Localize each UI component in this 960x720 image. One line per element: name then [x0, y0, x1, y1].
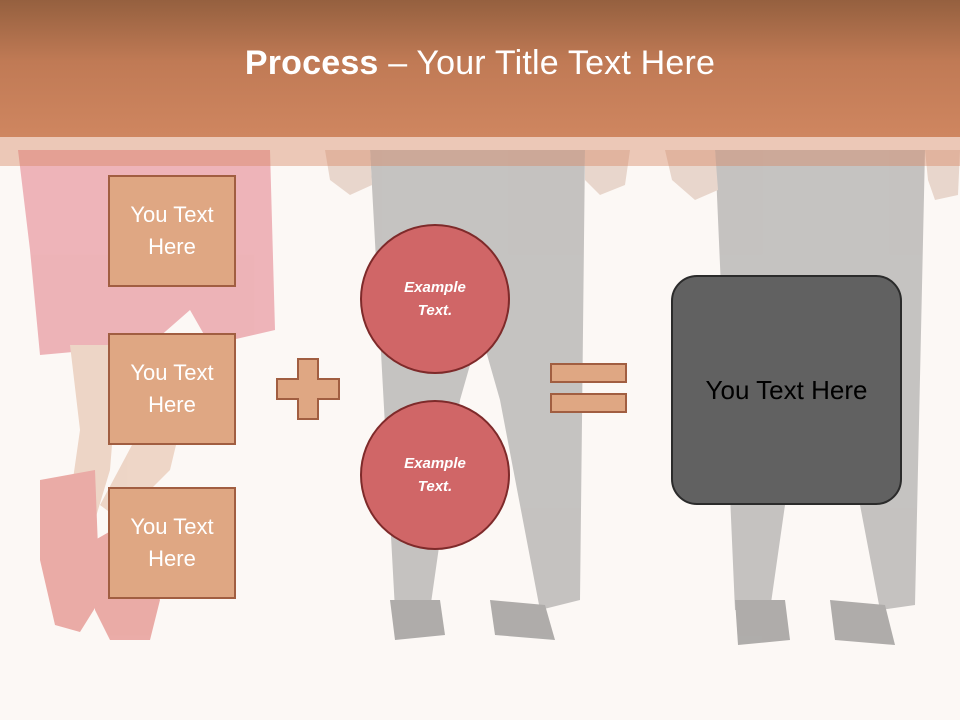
text-box-2-line2: Here — [148, 392, 196, 417]
example-circle-1-text: Example Text. — [404, 279, 466, 319]
text-box-1-line1: You Text — [130, 202, 214, 227]
text-box-2-line1: You Text — [130, 360, 214, 385]
example-circle-1[interactable]: Example Text. — [360, 224, 510, 374]
plus-icon — [276, 358, 340, 420]
equals-bar-bottom — [550, 393, 627, 413]
example-circle-2-text: Example Text. — [404, 455, 466, 495]
text-box-3-line2: Here — [148, 546, 196, 571]
equals-bar-top — [550, 363, 627, 383]
text-box-3-line1: You Text — [130, 514, 214, 539]
text-box-1-line2: Here — [148, 234, 196, 259]
title-strip — [0, 137, 960, 166]
title-bar: Process – Your Title Text Here — [0, 0, 960, 137]
result-text: You Text Here — [705, 374, 868, 405]
title-bold: Process — [244, 44, 379, 82]
result-box[interactable]: You Text Here — [671, 275, 902, 505]
page-title: Process – Your Title Text Here — [245, 44, 715, 83]
example-circle-2[interactable]: Example Text. — [360, 400, 510, 550]
title-rest: – Your Title Text Here — [378, 44, 716, 82]
